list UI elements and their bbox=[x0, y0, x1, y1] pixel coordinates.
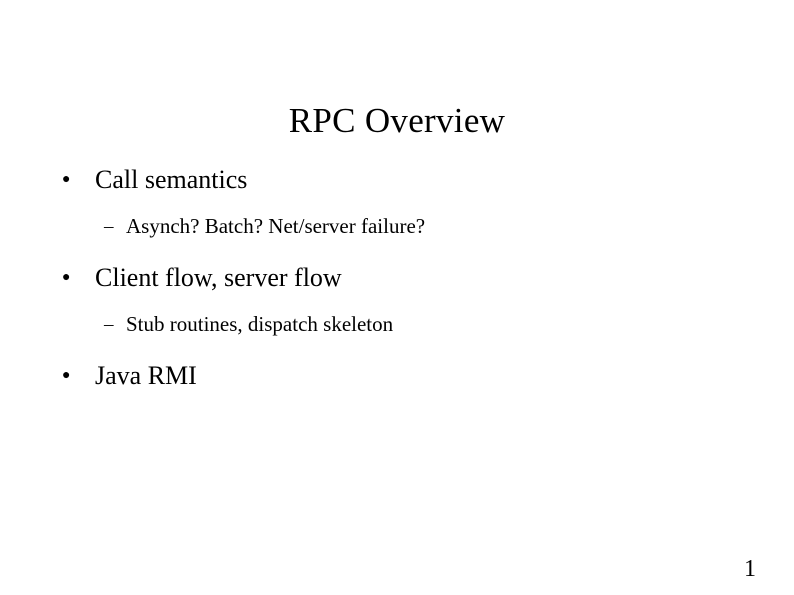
disc-bullet-icon: ● bbox=[62, 270, 71, 285]
outline-item-client-server-flow: ● Client flow, server flow bbox=[0, 262, 794, 311]
outline-item-text: Java RMI bbox=[95, 361, 197, 390]
disc-bullet-icon: ● bbox=[62, 172, 71, 187]
slide-body-outline: ● Call semantics – Asynch? Batch? Net/se… bbox=[0, 164, 794, 409]
outline-item-call-semantics: ● Call semantics bbox=[0, 164, 794, 213]
outline-item-asynch-batch-failure: – Asynch? Batch? Net/server failure? bbox=[0, 213, 794, 262]
page-number: 1 bbox=[744, 556, 756, 582]
disc-bullet-icon: ● bbox=[62, 368, 71, 383]
outline-item-text: Stub routines, dispatch skeleton bbox=[126, 312, 394, 336]
outline-item-text: Client flow, server flow bbox=[95, 263, 342, 292]
outline-item-text: Call semantics bbox=[95, 165, 248, 194]
outline-item-text: Asynch? Batch? Net/server failure? bbox=[126, 214, 426, 238]
outline-item-stub-routines-skeleton: – Stub routines, dispatch skeleton bbox=[0, 311, 794, 360]
dash-bullet-icon: – bbox=[104, 216, 114, 237]
slide-title: RPC Overview bbox=[288, 101, 506, 141]
dash-bullet-icon: – bbox=[104, 314, 114, 335]
outline-item-java-rmi: ● Java RMI bbox=[0, 360, 794, 409]
